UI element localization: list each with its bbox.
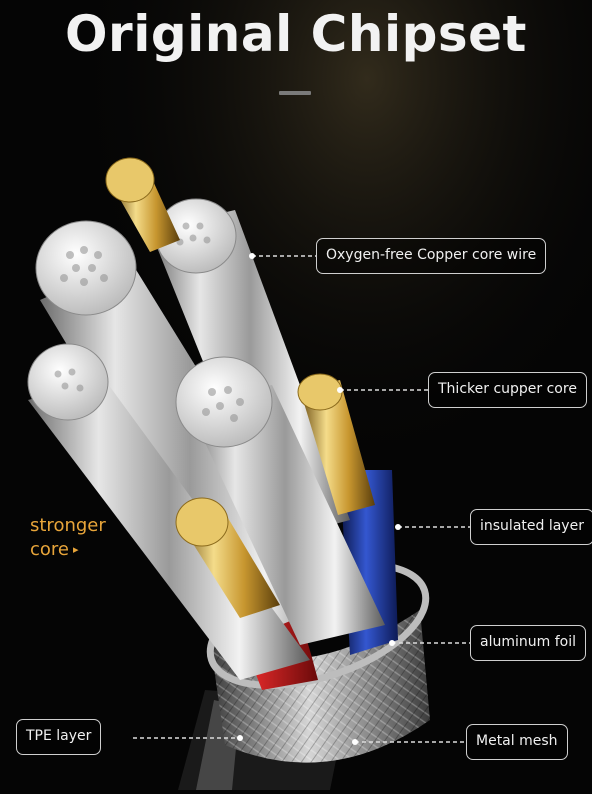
strand-dots (54, 222, 244, 422)
gold-core-right-end (297, 373, 343, 411)
stronger-core-label: stronger core ▸ (30, 514, 106, 562)
leader-dots (237, 253, 401, 745)
page-title: Original Chipset (65, 5, 527, 63)
strand-bundle-center (185, 385, 385, 645)
callout-metal-mesh: Metal mesh (466, 724, 568, 760)
leader-lines (133, 255, 470, 743)
callout-copper-core-wire: Oxygen-free Copper core wire (316, 238, 547, 274)
play-arrow-icon: ▸ (73, 543, 79, 556)
callout-insulated-layer: insulated layer (470, 509, 592, 545)
mesh-weave (210, 610, 430, 763)
callout-thicker-core: Thicker cupper core (428, 372, 587, 408)
strand-end-center (175, 356, 273, 448)
strand-end-lower-left (27, 343, 109, 421)
callout-aluminum-foil: aluminum foil (470, 625, 586, 661)
stronger-label-core: core (30, 539, 69, 560)
stronger-label-line2: core ▸ (30, 538, 106, 562)
gold-core-top-end (105, 157, 155, 203)
stronger-label-line1: stronger (30, 515, 106, 536)
strand-end-top-left (35, 220, 137, 316)
gold-core-left-end (175, 497, 229, 547)
gold-core-right (300, 380, 375, 515)
callout-tpe-layer: TPE layer (16, 719, 102, 755)
title-underline (279, 91, 311, 95)
